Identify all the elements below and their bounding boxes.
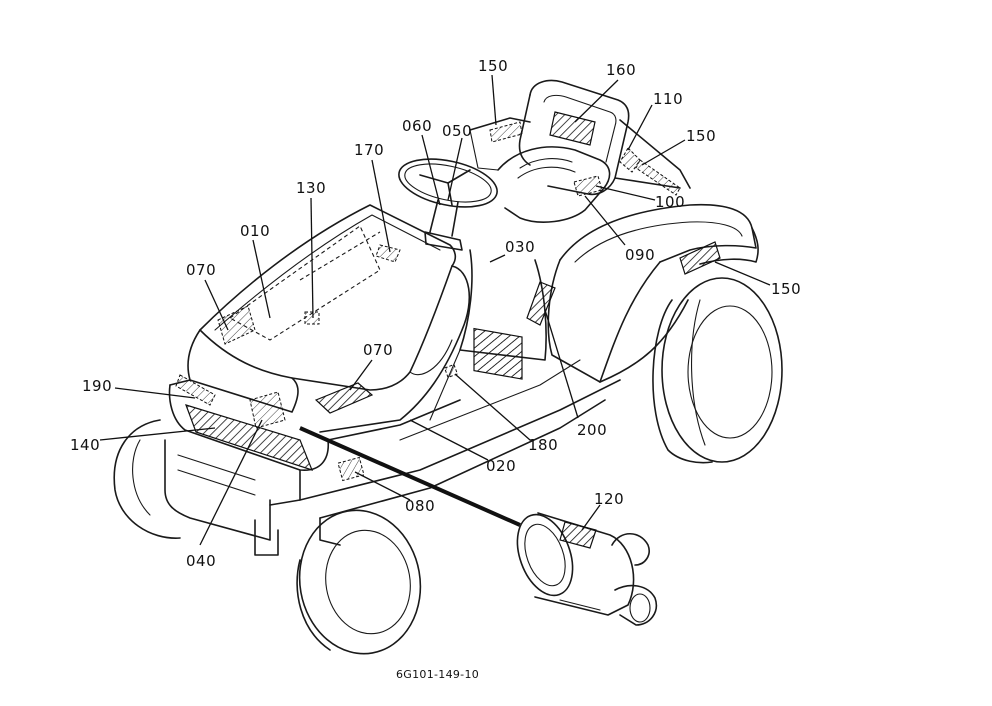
front-right-wheel xyxy=(296,509,422,655)
callout-120: 120 xyxy=(594,490,624,508)
callout-010: 010 xyxy=(240,222,270,240)
callout-130: 130 xyxy=(296,179,326,197)
callout-080: 080 xyxy=(405,497,435,515)
callout-070b: 070 xyxy=(363,341,393,359)
label-area-120 xyxy=(559,521,597,549)
label-area-080 xyxy=(337,456,365,482)
label-area-030 xyxy=(473,327,523,380)
callout-170: 170 xyxy=(354,141,384,159)
callout-labels: 150 160 110 150 060 050 170 130 100 010 … xyxy=(70,57,801,570)
label-area-180 xyxy=(443,363,459,379)
callout-030: 030 xyxy=(505,238,535,256)
callout-100: 100 xyxy=(655,193,685,211)
front-grille xyxy=(164,379,461,556)
rear-fender xyxy=(547,203,759,383)
label-area-070b xyxy=(314,382,374,414)
label-area-150a xyxy=(489,121,523,143)
callout-150a: 150 xyxy=(478,57,508,75)
callout-160: 160 xyxy=(606,61,636,79)
label-area-170 xyxy=(375,244,401,263)
callout-200: 200 xyxy=(577,421,607,439)
rear-wheel xyxy=(652,277,783,464)
label-area-130 xyxy=(304,311,320,325)
label-area-040 xyxy=(249,391,286,429)
callout-150c: 150 xyxy=(771,280,801,298)
tractor-drawing xyxy=(113,79,783,655)
label-area-160 xyxy=(549,111,596,146)
front-left-wheel xyxy=(113,419,181,539)
callout-190: 190 xyxy=(82,377,112,395)
air-cleaner-part xyxy=(516,512,657,626)
leader-lines xyxy=(99,74,771,546)
callout-050: 050 xyxy=(442,122,472,140)
label-area-200 xyxy=(526,281,556,326)
callout-060: 060 xyxy=(402,117,432,135)
label-area-150c xyxy=(679,241,721,275)
seat xyxy=(497,79,630,223)
label-areas xyxy=(175,111,721,549)
label-area-070a xyxy=(217,305,256,345)
figure-id: 6G101-149-10 xyxy=(396,668,479,681)
callout-090: 090 xyxy=(625,246,655,264)
label-area-100 xyxy=(573,175,603,197)
callout-150b: 150 xyxy=(686,127,716,145)
callout-070a: 070 xyxy=(186,261,216,279)
label-area-140 xyxy=(185,404,314,471)
label-area-190 xyxy=(175,374,216,406)
steering-wheel xyxy=(398,158,498,251)
callout-140: 140 xyxy=(70,436,100,454)
callout-180: 180 xyxy=(528,436,558,454)
part-connector-line xyxy=(299,426,521,527)
callout-110: 110 xyxy=(653,90,683,108)
label-area-150b xyxy=(635,159,681,196)
label-area-110 xyxy=(619,147,641,173)
callout-040: 040 xyxy=(186,552,216,570)
callout-020: 020 xyxy=(486,457,516,475)
